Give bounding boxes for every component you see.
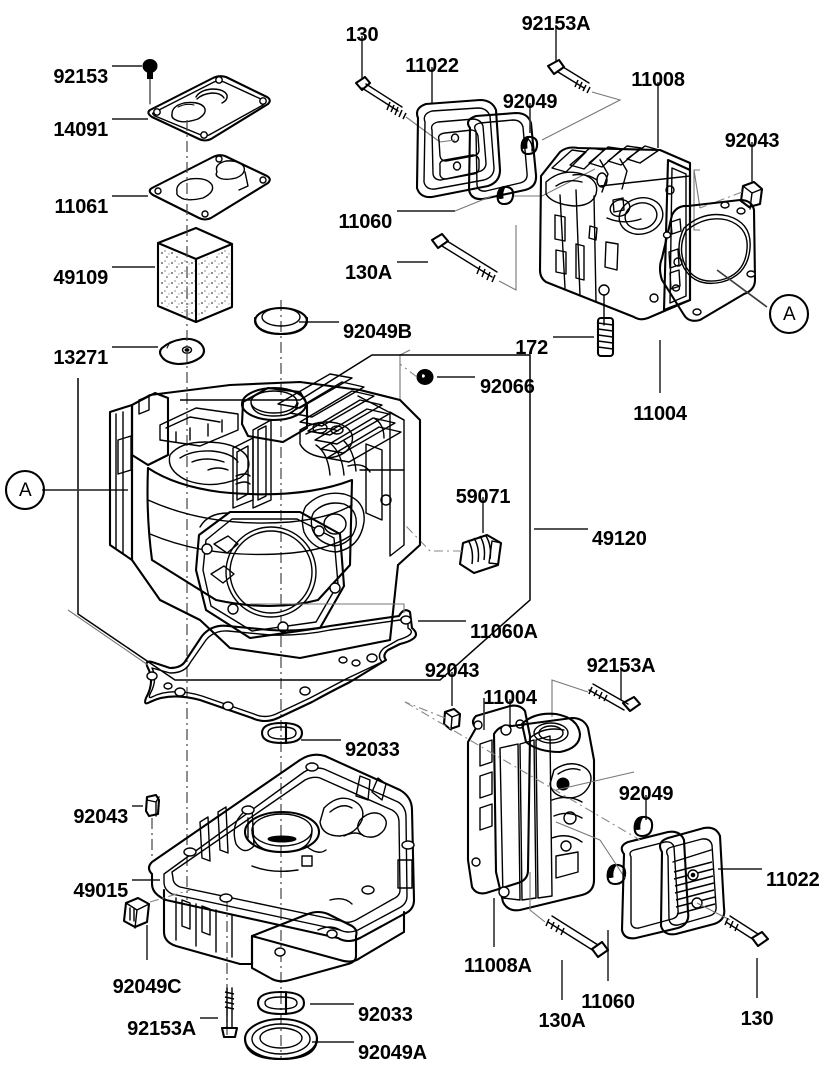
part-11060A-crankcase-gasket bbox=[67, 603, 466, 723]
part-number-label-130a: 130A bbox=[538, 1010, 586, 1032]
part-number-label-11060: 11060 bbox=[338, 211, 392, 233]
part-11004-head-gasket-top bbox=[658, 198, 768, 393]
part-92049-seal-bottom bbox=[599, 795, 654, 886]
leader-stubs bbox=[483, 698, 485, 730]
part-92033-snapring-bottom bbox=[256, 990, 354, 1016]
part-92153A-bolt-bottom-right bbox=[551, 667, 642, 717]
part-number-label-11008a: 11008A bbox=[464, 955, 532, 977]
part-14091-breather-cover bbox=[147, 75, 271, 142]
part-number-label-92049b: 92049B bbox=[343, 321, 412, 343]
part-number-label-59071: 59071 bbox=[455, 486, 511, 508]
part-number-label-92049: 92049 bbox=[502, 91, 558, 113]
part-92153A-bolt-top bbox=[541, 25, 622, 141]
part-number-label-11004: 11004 bbox=[633, 403, 687, 425]
part-number-label-92043: 92043 bbox=[724, 130, 780, 152]
part-number-label-11060: 11060 bbox=[581, 991, 635, 1013]
leader-lines-left bbox=[112, 65, 158, 348]
part-172-spring bbox=[553, 316, 615, 358]
part-92066-plug bbox=[399, 349, 475, 400]
part-49120-cylinder-block bbox=[108, 373, 422, 660]
callout-A-right bbox=[768, 293, 810, 335]
part-92153-bolt bbox=[142, 59, 158, 105]
part-number-label-92049: 92049 bbox=[618, 783, 674, 805]
part-number-label-49015: 49015 bbox=[73, 880, 128, 902]
part-number-label-11004: 11004 bbox=[483, 687, 537, 709]
part-92049B-seal bbox=[253, 306, 339, 336]
part-number-label-92153: 92153 bbox=[53, 66, 108, 88]
part-130A-bolt-bottom bbox=[529, 872, 610, 1000]
part-49109-filter-element bbox=[156, 226, 234, 324]
part-number-label-11022: 11022 bbox=[405, 55, 459, 77]
part-number-label-130: 130 bbox=[740, 1008, 774, 1030]
part-130-bolt-bottom-right bbox=[724, 915, 770, 998]
part-11008A-cylinder-head bbox=[492, 712, 635, 947]
part-11022-rocker-cover-top bbox=[415, 67, 502, 199]
part-92033-snapring-upper bbox=[260, 721, 341, 745]
part-92049C-seal bbox=[122, 889, 191, 960]
part-number-label-92066: 92066 bbox=[480, 376, 535, 398]
part-130-bolt-top bbox=[354, 36, 441, 143]
part-number-label-11061: 11061 bbox=[54, 196, 108, 218]
centerlines-bottom-right bbox=[404, 701, 641, 841]
part-number-label-172: 172 bbox=[515, 337, 548, 359]
part-92043-dowel-bottom-left bbox=[132, 793, 161, 858]
part-number-label-11060a: 11060A bbox=[470, 621, 538, 643]
part-number-label-92049c: 92049C bbox=[112, 976, 182, 998]
detail-callout-a-a-left: A bbox=[19, 480, 32, 501]
part-11060-gasket-bottom bbox=[607, 830, 690, 981]
part-number-label-49120: 49120 bbox=[592, 528, 647, 550]
part-number-label-92033: 92033 bbox=[345, 739, 400, 761]
part-number-label-49109: 49109 bbox=[53, 267, 108, 289]
part-number-label-92043: 92043 bbox=[424, 660, 480, 682]
part-11060-gasket-top bbox=[397, 111, 538, 212]
part-49015-crankcase-cover bbox=[132, 753, 416, 983]
part-number-label-92153a: 92153A bbox=[127, 1018, 196, 1040]
callout-A-left bbox=[4, 469, 46, 511]
detail-callout-a-a-right: A bbox=[783, 304, 796, 325]
part-number-label-130a: 130A bbox=[344, 262, 392, 284]
part-92043-dowel-top bbox=[693, 142, 764, 231]
part-number-label-130: 130 bbox=[345, 24, 379, 46]
part-92049-seal-top bbox=[496, 103, 596, 206]
part-59071-joint bbox=[403, 497, 503, 575]
part-92043-dowel-bottom-right bbox=[404, 672, 462, 731]
part-number-label-92153a: 92153A bbox=[521, 13, 591, 35]
part-number-label-92049a: 92049A bbox=[358, 1042, 427, 1064]
part-number-label-11008: 11008 bbox=[631, 69, 685, 91]
part-13271-plate bbox=[158, 337, 206, 366]
part-11022-rocker-cover-bottom bbox=[658, 826, 762, 936]
part-92153A-bolt-bottom-left bbox=[200, 987, 239, 1039]
part-number-label-13271: 13271 bbox=[53, 347, 108, 369]
part-92049A-oil-seal bbox=[243, 1017, 354, 1061]
part-number-label-92153a: 92153A bbox=[586, 655, 656, 677]
part-number-label-11022: 11022 bbox=[766, 869, 820, 891]
part-number-label-92033: 92033 bbox=[358, 1004, 413, 1026]
part-130A-bolt-upper bbox=[397, 225, 517, 291]
part-number-label-14091: 14091 bbox=[53, 119, 108, 141]
part-11061-gasket bbox=[148, 154, 271, 221]
part-number-label-92043: 92043 bbox=[73, 806, 128, 828]
